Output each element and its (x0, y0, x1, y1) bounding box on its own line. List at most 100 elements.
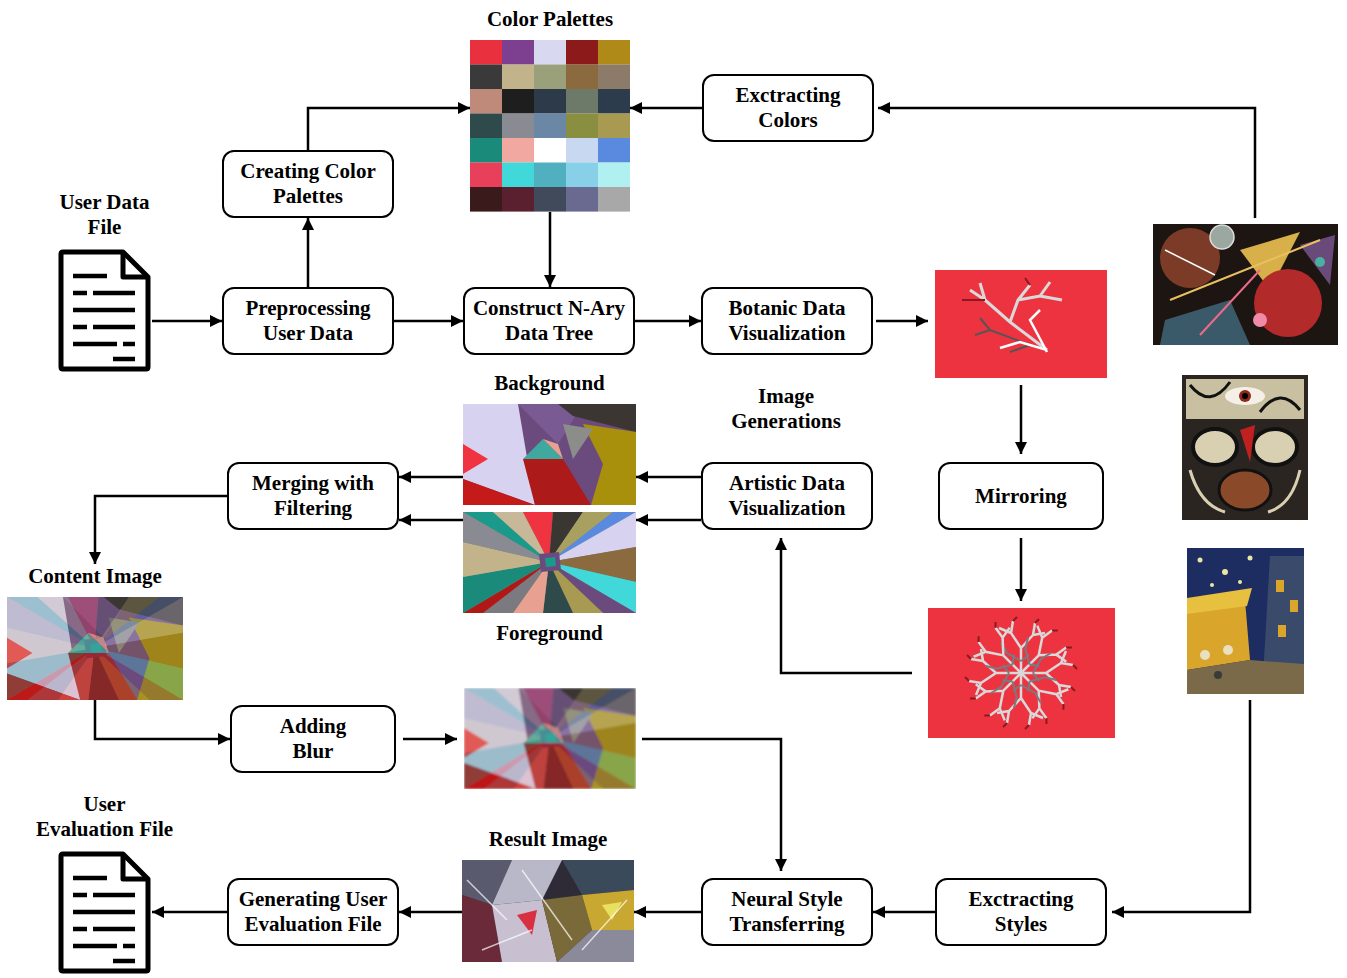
cafe-terrace-artwork-part (1223, 645, 1233, 655)
color-palette-image-part-part (534, 40, 566, 65)
abstract-artwork-part (1193, 429, 1237, 465)
document-lines (73, 878, 135, 961)
abstract-artwork-part (1186, 379, 1304, 419)
color-palette-image-part-part (502, 163, 534, 188)
document-shape (57, 850, 152, 975)
color-palette-image-part-part (598, 89, 630, 114)
color-palette-image-part-part (598, 114, 630, 139)
node-label: Foreground (496, 621, 603, 646)
layout-arrows-part (403, 738, 457, 741)
color-palette-image-part-part (566, 163, 598, 188)
flow-arrow (95, 496, 227, 564)
kandinsky-artwork-part (1210, 225, 1234, 249)
color-palette-image-part-part (470, 40, 502, 65)
layout-arrows-part (878, 108, 1255, 218)
color-palette-image-part-part (470, 114, 502, 139)
flow-arrow (873, 911, 935, 914)
mirrored-tree-image-part (928, 608, 1115, 738)
color-palette-image-part-part (470, 187, 502, 212)
color-palette-image-part-part (566, 65, 598, 90)
mirrored-tree-image-part-part (966, 616, 1038, 688)
node-label: Content Image (28, 564, 162, 589)
document-heading: User Data File (50, 190, 160, 240)
document-fold (123, 854, 148, 879)
process-box: Adding Blur (230, 705, 396, 773)
color-palette-image-part-part (598, 40, 630, 65)
result-image-part (562, 860, 634, 895)
abstract-artwork-part (1239, 390, 1251, 402)
cafe-terrace-artwork-part (1238, 580, 1242, 584)
color-palette-image-part-part (534, 138, 566, 163)
process-box: Preprocessing User Data (222, 287, 394, 355)
flow-arrow (307, 218, 310, 287)
layout-arrows-part (876, 320, 928, 323)
document-shape (57, 248, 152, 373)
node-label: User Evaluation File (34, 792, 176, 842)
color-palette-image-part-part (534, 163, 566, 188)
layout-arrows-part (1020, 538, 1023, 601)
kandinsky-artwork-part (1254, 269, 1322, 337)
blurred-image (464, 688, 636, 789)
result-image-part (462, 860, 634, 962)
cafe-terrace-artwork-part (1187, 660, 1304, 694)
cafe-terrace-artwork-part (1187, 548, 1304, 694)
node-label: Preprocessing User Data (229, 296, 387, 346)
flow-arrow (549, 212, 552, 287)
flow-arrow (636, 519, 701, 522)
flow-arrow (636, 476, 701, 479)
process-box: Exctracting Colors (702, 74, 874, 142)
result-image-part (467, 870, 627, 950)
layout-arrows-part (1020, 385, 1023, 454)
node-label: Construct N-Ary Data Tree (470, 296, 628, 346)
foreground-image (463, 512, 636, 613)
kandinsky-artwork-part (1200, 270, 1260, 335)
cafe-terrace-artwork-part (1187, 588, 1252, 614)
layout-arrows-part (781, 538, 912, 673)
background-image (463, 404, 636, 505)
color-palette-image-part-part (534, 114, 566, 139)
section-label: Image Generations (711, 384, 861, 434)
process-box: Creating Color Palettes (222, 150, 394, 218)
image-panel: Foreground (463, 512, 636, 646)
node-label: Merging with Filtering (234, 471, 392, 521)
color-palette-image-part-part (502, 114, 534, 139)
abstract-artwork-part (1190, 470, 1300, 512)
node-label: Generating User Evaluation File (234, 887, 392, 937)
abstract-artwork-part (1182, 375, 1308, 520)
document-fold (123, 252, 148, 277)
tree-image (935, 270, 1107, 378)
image-panel: Background (463, 371, 636, 505)
blurred-image-part (464, 688, 636, 789)
kandinsky-artwork (1153, 224, 1338, 345)
color-palette-image (470, 40, 630, 212)
node-label: Artistic Data Visualization (708, 471, 866, 521)
color-palette-image-part (470, 65, 630, 90)
color-palette-image-part-part (566, 89, 598, 114)
foreground-image-part (463, 512, 636, 613)
color-palette-image-part-part (502, 89, 534, 114)
image-area (7, 597, 183, 700)
flow-arrow (399, 911, 462, 914)
flow-arrow (95, 700, 230, 739)
document-heading: User Evaluation File (34, 792, 176, 842)
kandinsky-artwork-part (1153, 224, 1338, 345)
cafe-terrace-artwork-part (1210, 583, 1214, 587)
node-label: Adding Blur (268, 714, 358, 764)
color-palette-image-part-part (566, 138, 598, 163)
abstract-artwork-part (1253, 429, 1297, 465)
kandinsky-artwork-part (1253, 313, 1267, 327)
node-label: Exctracting Styles (942, 887, 1100, 937)
node-label: Botanic Data Visualization (708, 296, 866, 346)
image-panel: Color Palettes (470, 7, 630, 212)
mirrored-tree-image-part (964, 616, 1077, 729)
cafe-terrace-artwork-part (1214, 671, 1222, 679)
flow-arrow (630, 107, 702, 110)
process-box: Artistic Data Visualization (701, 462, 873, 530)
abstract-artwork-part (1240, 425, 1255, 462)
tree-image-part (962, 278, 1030, 300)
cafe-terrace-artwork-part (1248, 556, 1253, 561)
node-label: Result Image (489, 827, 607, 852)
